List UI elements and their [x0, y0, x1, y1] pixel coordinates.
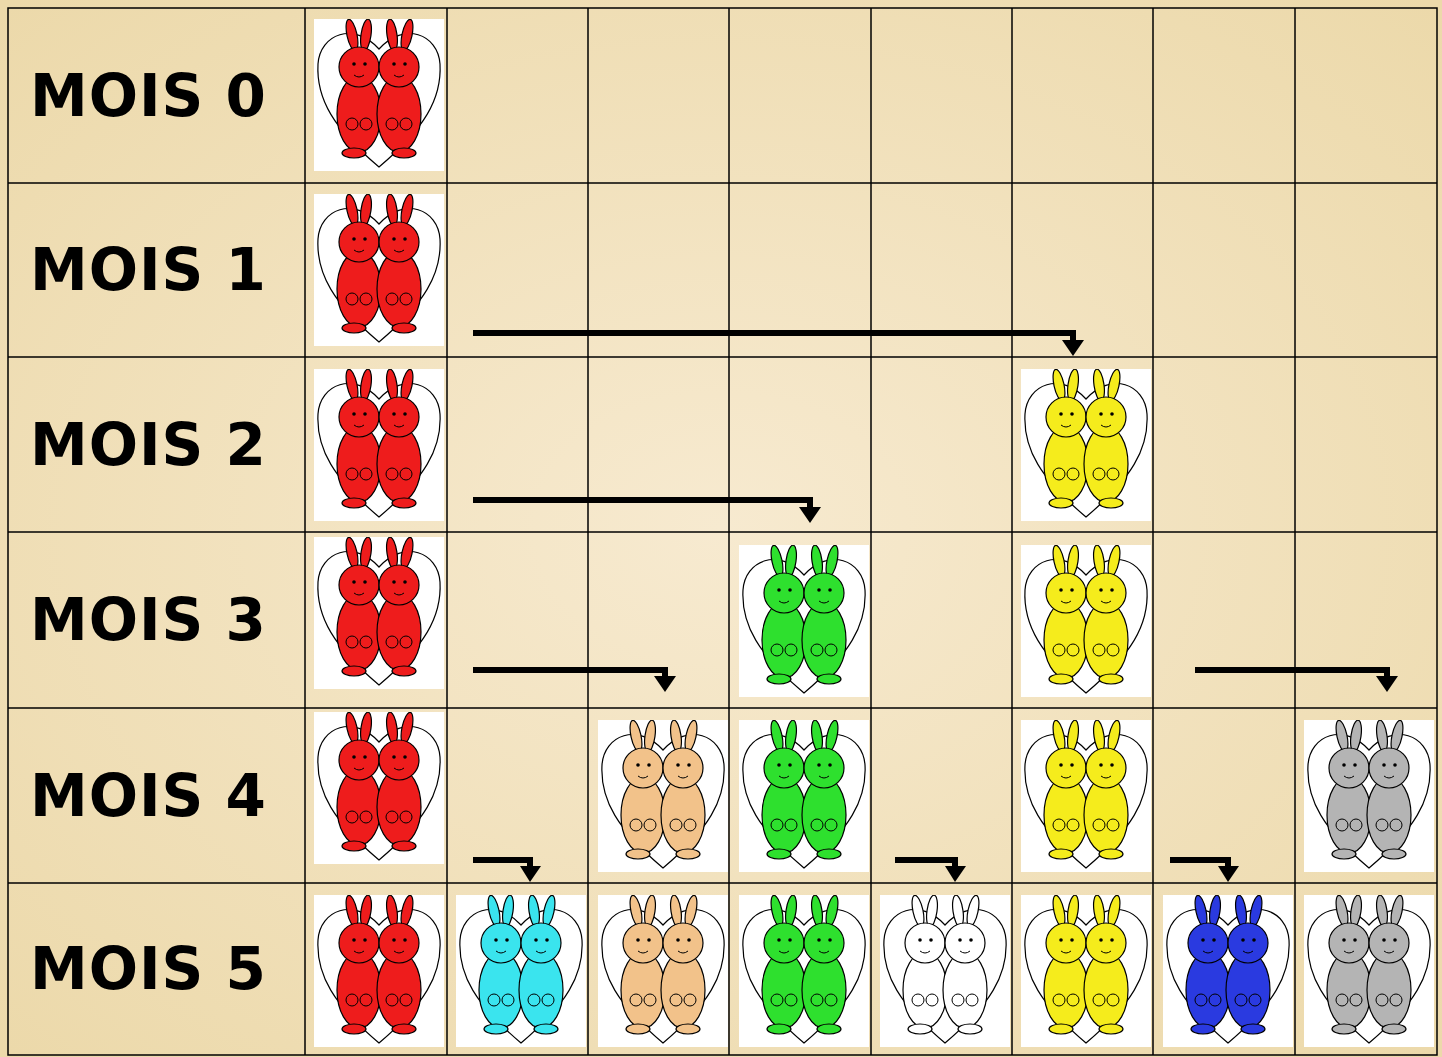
row-label: MOIS 0: [30, 67, 267, 125]
row-label: MOIS 4: [30, 767, 267, 825]
row-label: MOIS 1: [30, 241, 267, 299]
row-label: MOIS 5: [30, 940, 267, 998]
row-label: MOIS 2: [30, 416, 267, 474]
row-label: MOIS 3: [30, 591, 267, 649]
